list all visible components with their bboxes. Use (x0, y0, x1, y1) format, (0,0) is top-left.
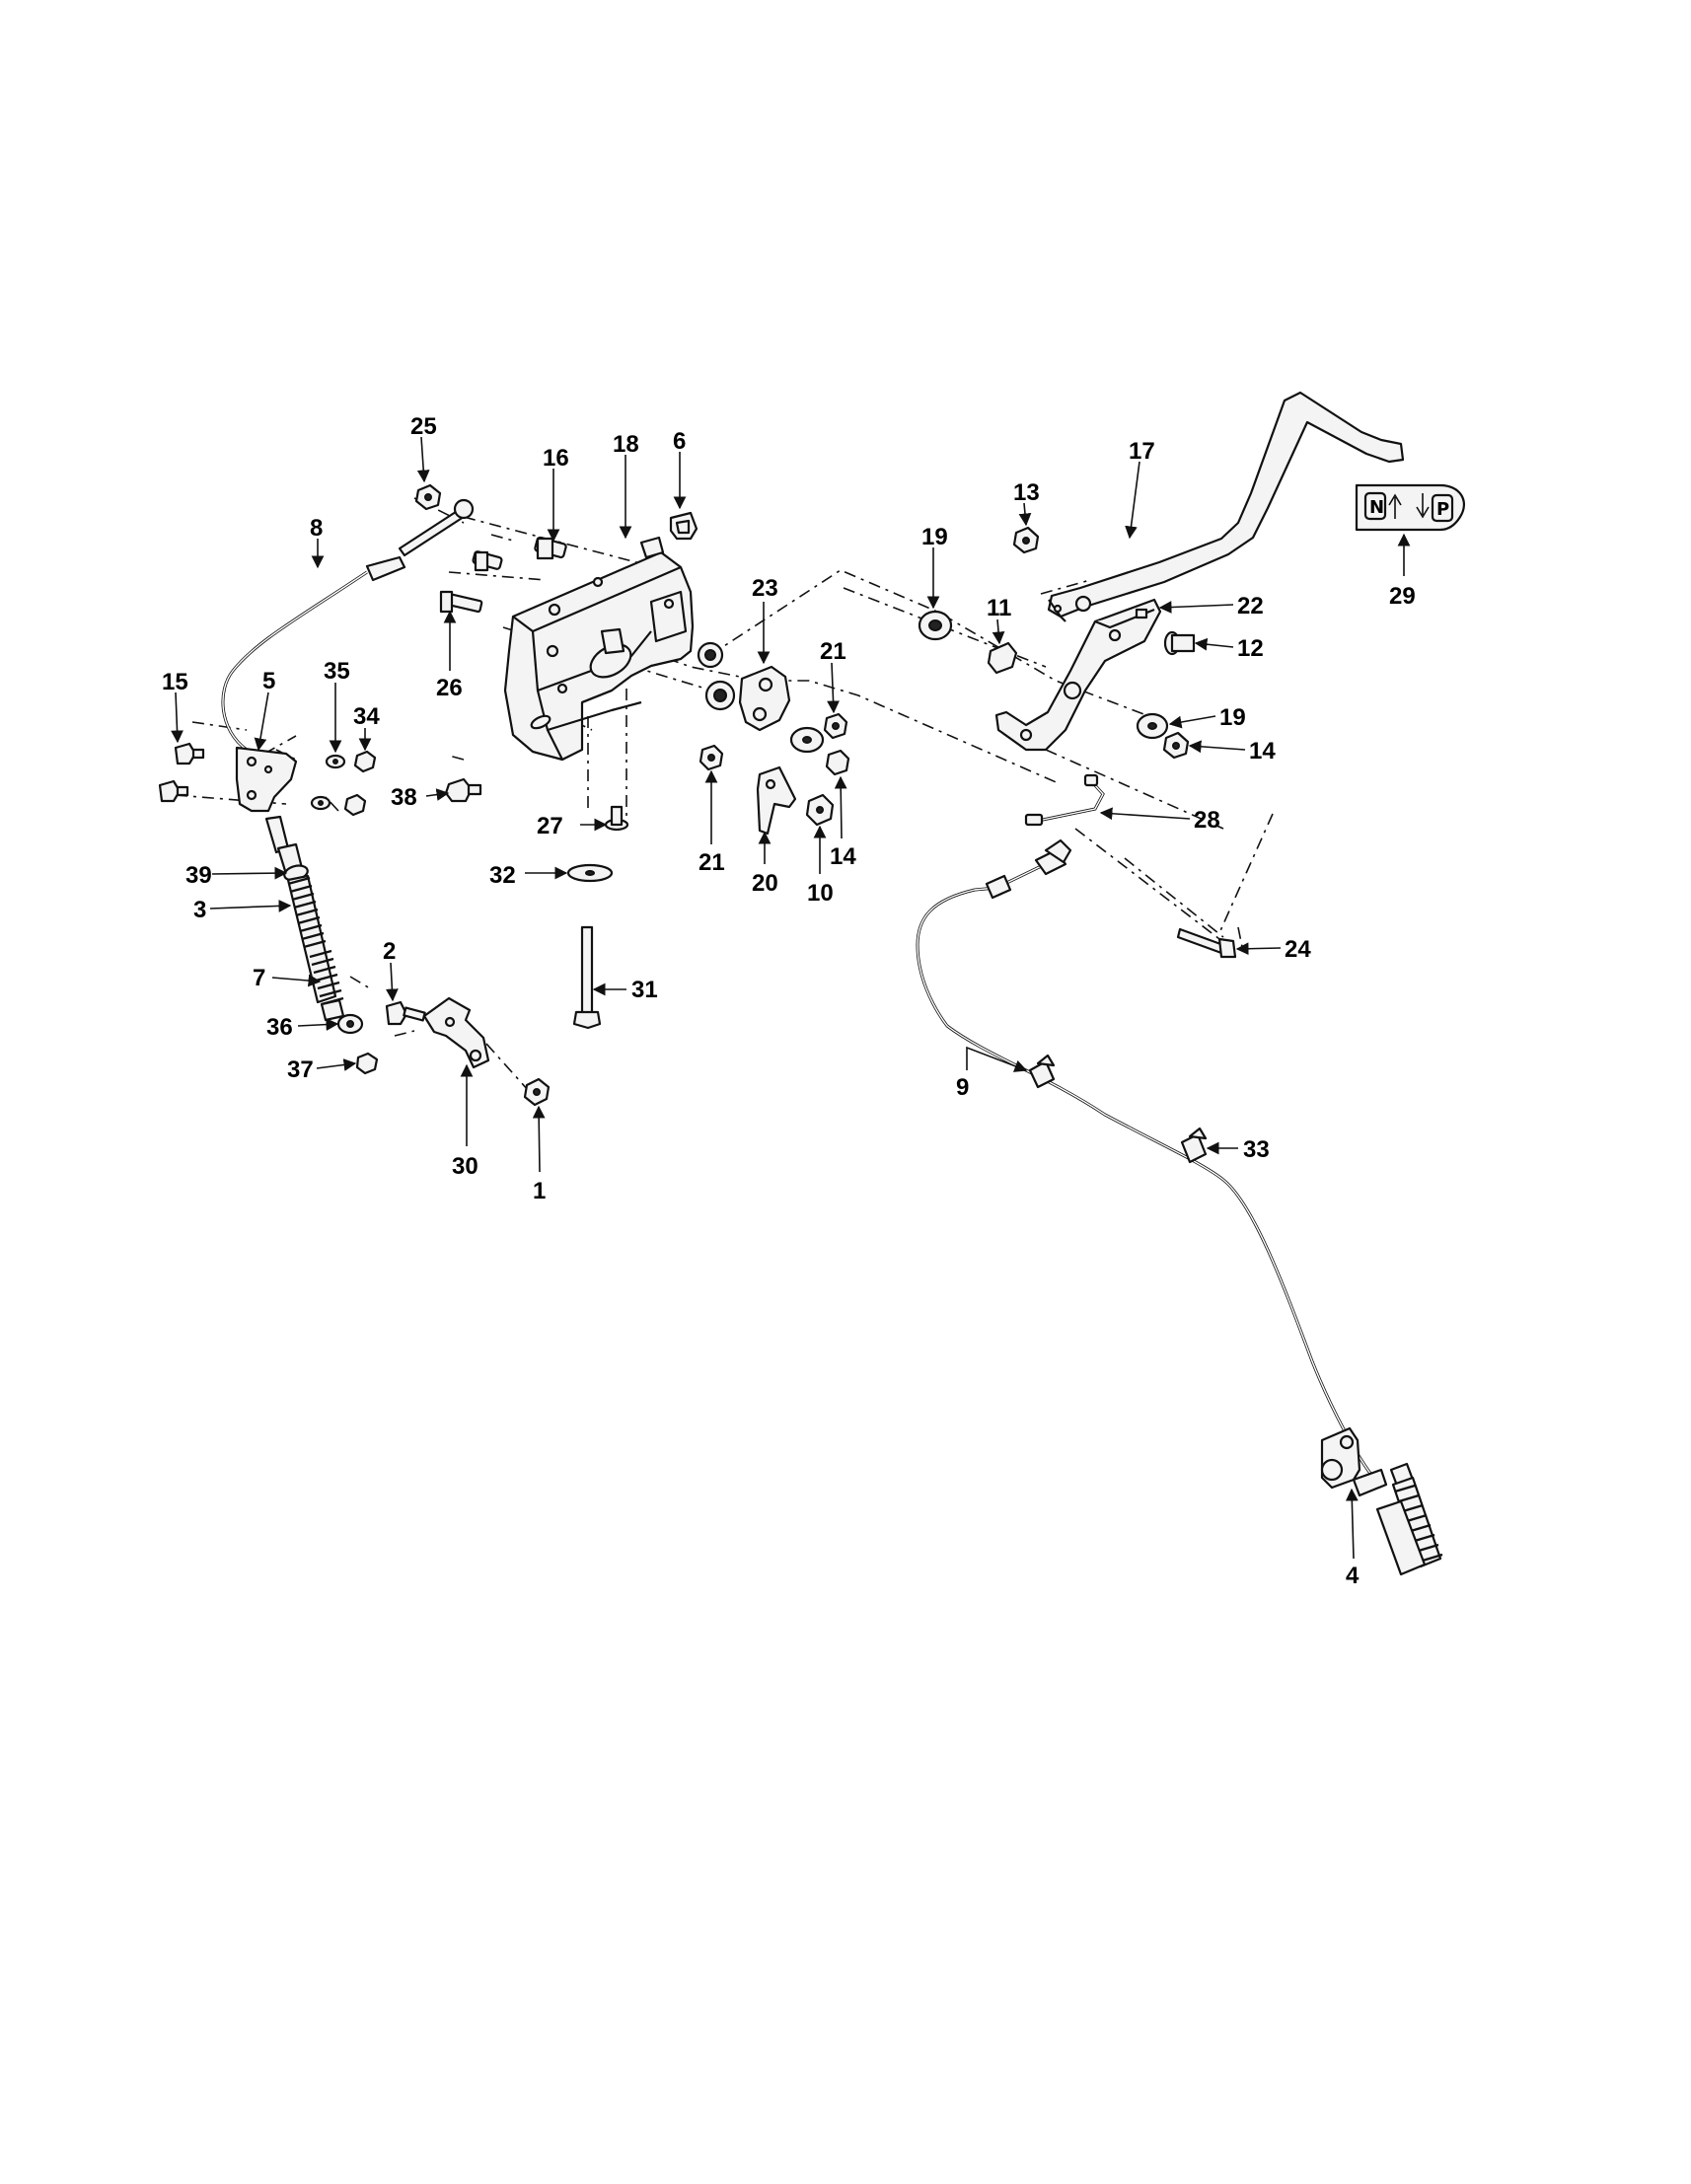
callout-3: 3 (193, 897, 206, 923)
decal-left-symbol: N (1369, 497, 1384, 518)
nut-10 (805, 793, 835, 827)
callout-33: 33 (1243, 1136, 1270, 1163)
callout-31: 31 (631, 977, 658, 1003)
callout-23: 23 (752, 575, 778, 602)
nut-37 (355, 1052, 379, 1075)
bolt-16 (472, 536, 567, 572)
callout-25: 25 (410, 413, 437, 440)
bolt-24 (1176, 927, 1237, 959)
callout-2: 2 (383, 938, 396, 965)
washer-flat (789, 726, 825, 754)
callout-20: 20 (752, 870, 778, 897)
callout-29: 29 (1389, 583, 1416, 610)
washer-32 (566, 863, 614, 883)
cable-9 (916, 838, 1373, 1476)
callout-27: 27 (537, 813, 563, 839)
callout-34: 34 (353, 703, 380, 730)
callout-7: 7 (253, 965, 265, 991)
link-plate-23 (738, 665, 791, 732)
callout-19b: 19 (1219, 704, 1246, 731)
nut-13 (1012, 526, 1040, 554)
bushing-11 (987, 641, 1018, 675)
callout-9: 9 (956, 1074, 969, 1101)
nut-14b (1162, 731, 1190, 760)
callout-4: 4 (1346, 1563, 1360, 1589)
nut-1 (523, 1077, 551, 1107)
clip-33 (1180, 1127, 1208, 1164)
callout-38: 38 (391, 784, 417, 811)
decal-right-symbol: P (1436, 499, 1449, 520)
callout-24: 24 (1285, 936, 1311, 963)
callout-labels: 25 16 18 6 8 17 13 29 19 11 23 22 21 12 … (162, 413, 1416, 1589)
spring-4 (1375, 1476, 1443, 1576)
spring-assembly (264, 815, 345, 1022)
bracket-4 (1320, 1426, 1415, 1497)
bolt-2 (385, 1000, 426, 1026)
callout-18: 18 (613, 431, 639, 458)
rivet-27 (604, 805, 629, 832)
throttle-cable (221, 498, 475, 752)
callout-21b: 21 (698, 849, 725, 876)
callout-14a: 14 (1249, 738, 1276, 764)
washer-19a (918, 610, 953, 641)
callout-32: 32 (489, 862, 516, 889)
callout-14b: 14 (830, 843, 856, 870)
leader-lines (171, 436, 1411, 1560)
bushing-top (697, 641, 724, 669)
callout-15: 15 (162, 669, 188, 695)
bolt-31 (572, 925, 602, 1030)
callout-12: 12 (1237, 635, 1264, 662)
screw-15b (158, 779, 189, 803)
callout-36: 36 (266, 1014, 293, 1041)
bracket-22 (994, 598, 1162, 752)
callout-37: 37 (287, 1056, 314, 1083)
callout-35: 35 (324, 658, 350, 685)
callout-16: 16 (543, 445, 569, 472)
clip-6 (669, 511, 698, 541)
callout-21a: 21 (820, 638, 846, 665)
callout-5: 5 (262, 668, 275, 694)
washer-19b (1136, 712, 1169, 740)
bolt-26 (439, 590, 483, 614)
pin-12 (1163, 630, 1196, 656)
cable-bracket-5 (235, 746, 298, 813)
callout-26: 26 (436, 675, 463, 701)
callout-28: 28 (1194, 807, 1220, 834)
nut-21a (823, 712, 848, 740)
callout-17: 17 (1129, 438, 1155, 465)
bracket-30 (422, 996, 490, 1069)
plate-20 (756, 765, 797, 836)
screw-15 (174, 742, 205, 765)
decal-29: N P (1355, 483, 1466, 532)
callout-11: 11 (987, 595, 1011, 621)
callout-19a: 19 (921, 524, 948, 550)
rod-28 (1024, 773, 1105, 827)
nut-34 (343, 750, 377, 817)
lever-17 (1047, 391, 1405, 622)
nut-25 (414, 483, 442, 511)
washer-35 (310, 754, 346, 811)
bushing (704, 680, 736, 711)
callout-1: 1 (533, 1178, 546, 1204)
callout-22: 22 (1237, 593, 1264, 619)
callout-8: 8 (310, 515, 323, 542)
callout-39: 39 (185, 862, 212, 889)
washer-36 (336, 1013, 364, 1035)
clip-9a (1028, 1054, 1056, 1089)
callout-10: 10 (807, 880, 834, 907)
nut-14a (825, 749, 850, 776)
control-bracket-18 (503, 536, 695, 762)
callout-30: 30 (452, 1153, 478, 1180)
nut-21b (698, 744, 724, 771)
callout-13: 13 (1013, 479, 1040, 506)
callout-6: 6 (673, 428, 686, 455)
screw-38 (444, 777, 482, 803)
